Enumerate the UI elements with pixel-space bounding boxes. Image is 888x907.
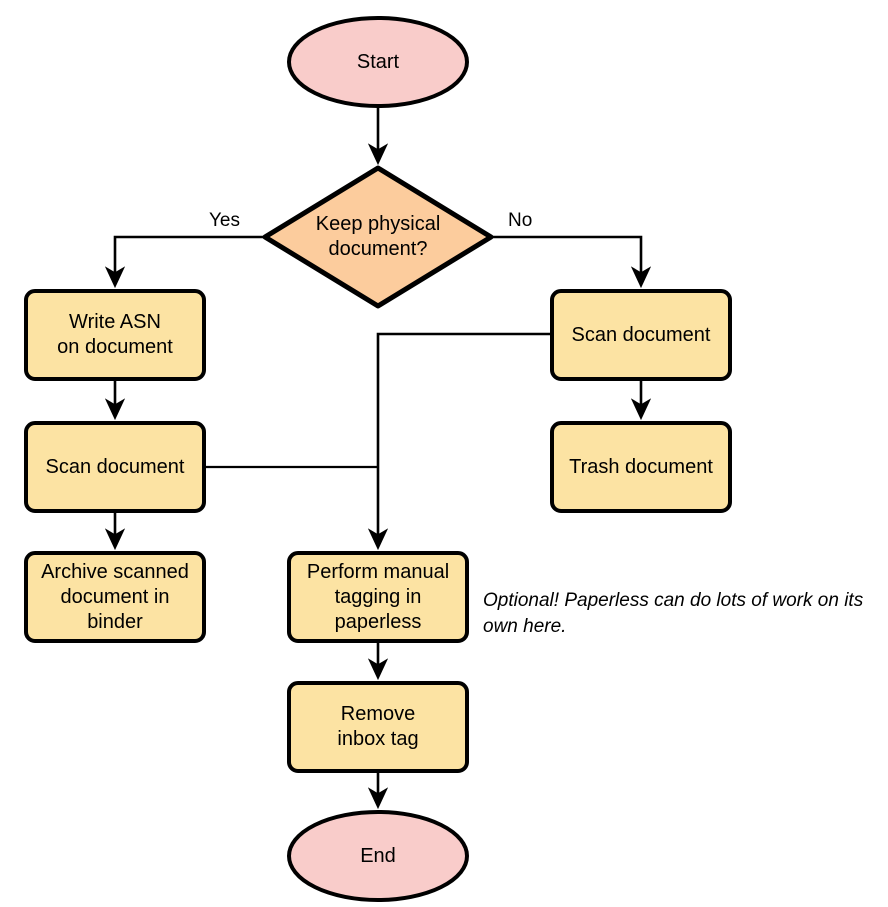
edge-label-yes: Yes xyxy=(209,210,240,231)
node-scan-document-left-shape[interactable] xyxy=(24,421,206,513)
node-start-shape[interactable] xyxy=(287,16,469,108)
node-keep-physical-document-shape[interactable] xyxy=(262,165,494,309)
edge-label-no: No xyxy=(508,210,533,231)
edge-decision-to-write-asn xyxy=(104,235,265,289)
node-end-shape[interactable] xyxy=(287,810,469,902)
node-archive-scanned-document-in-binder-shape[interactable] xyxy=(24,551,206,643)
optional-note-annotation: Optional! Paperless can do lots of work … xyxy=(483,590,864,637)
node-scan-document-right-shape[interactable] xyxy=(550,289,732,381)
edge-scan-document-right-to-tagging xyxy=(367,332,552,551)
node-trash-document-shape[interactable] xyxy=(550,421,732,513)
node-perform-manual-tagging-in-paperless-shape[interactable] xyxy=(287,551,469,643)
edge-decision-to-scan-document-right xyxy=(491,235,652,289)
node-write-asn-on-document-shape[interactable] xyxy=(24,289,206,381)
node-remove-inbox-tag-shape[interactable] xyxy=(287,681,469,773)
